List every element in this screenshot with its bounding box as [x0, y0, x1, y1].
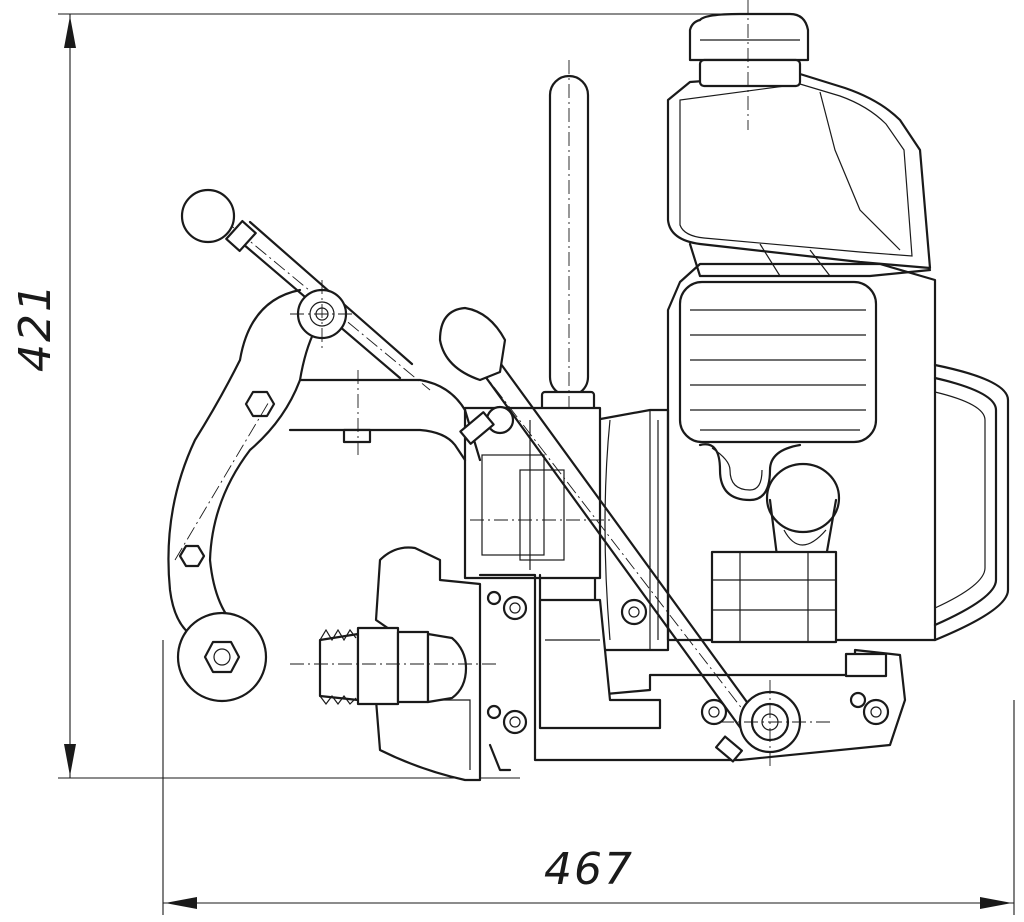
dimension-width-label: 467 [544, 844, 634, 895]
base-frame [478, 573, 907, 772]
dimension-lines [58, 13, 1015, 915]
main-lever [438, 306, 830, 770]
dimension-height-label: 421 [10, 282, 61, 372]
fuel-tank [666, 0, 932, 278]
clamp-arm [167, 288, 342, 703]
drill-bit [290, 626, 500, 706]
flywheel-cover [933, 363, 1010, 642]
engine-body [666, 262, 937, 644]
mounting-bolts [486, 590, 890, 735]
feed-lever [180, 188, 431, 391]
frame-bracket [288, 370, 482, 462]
